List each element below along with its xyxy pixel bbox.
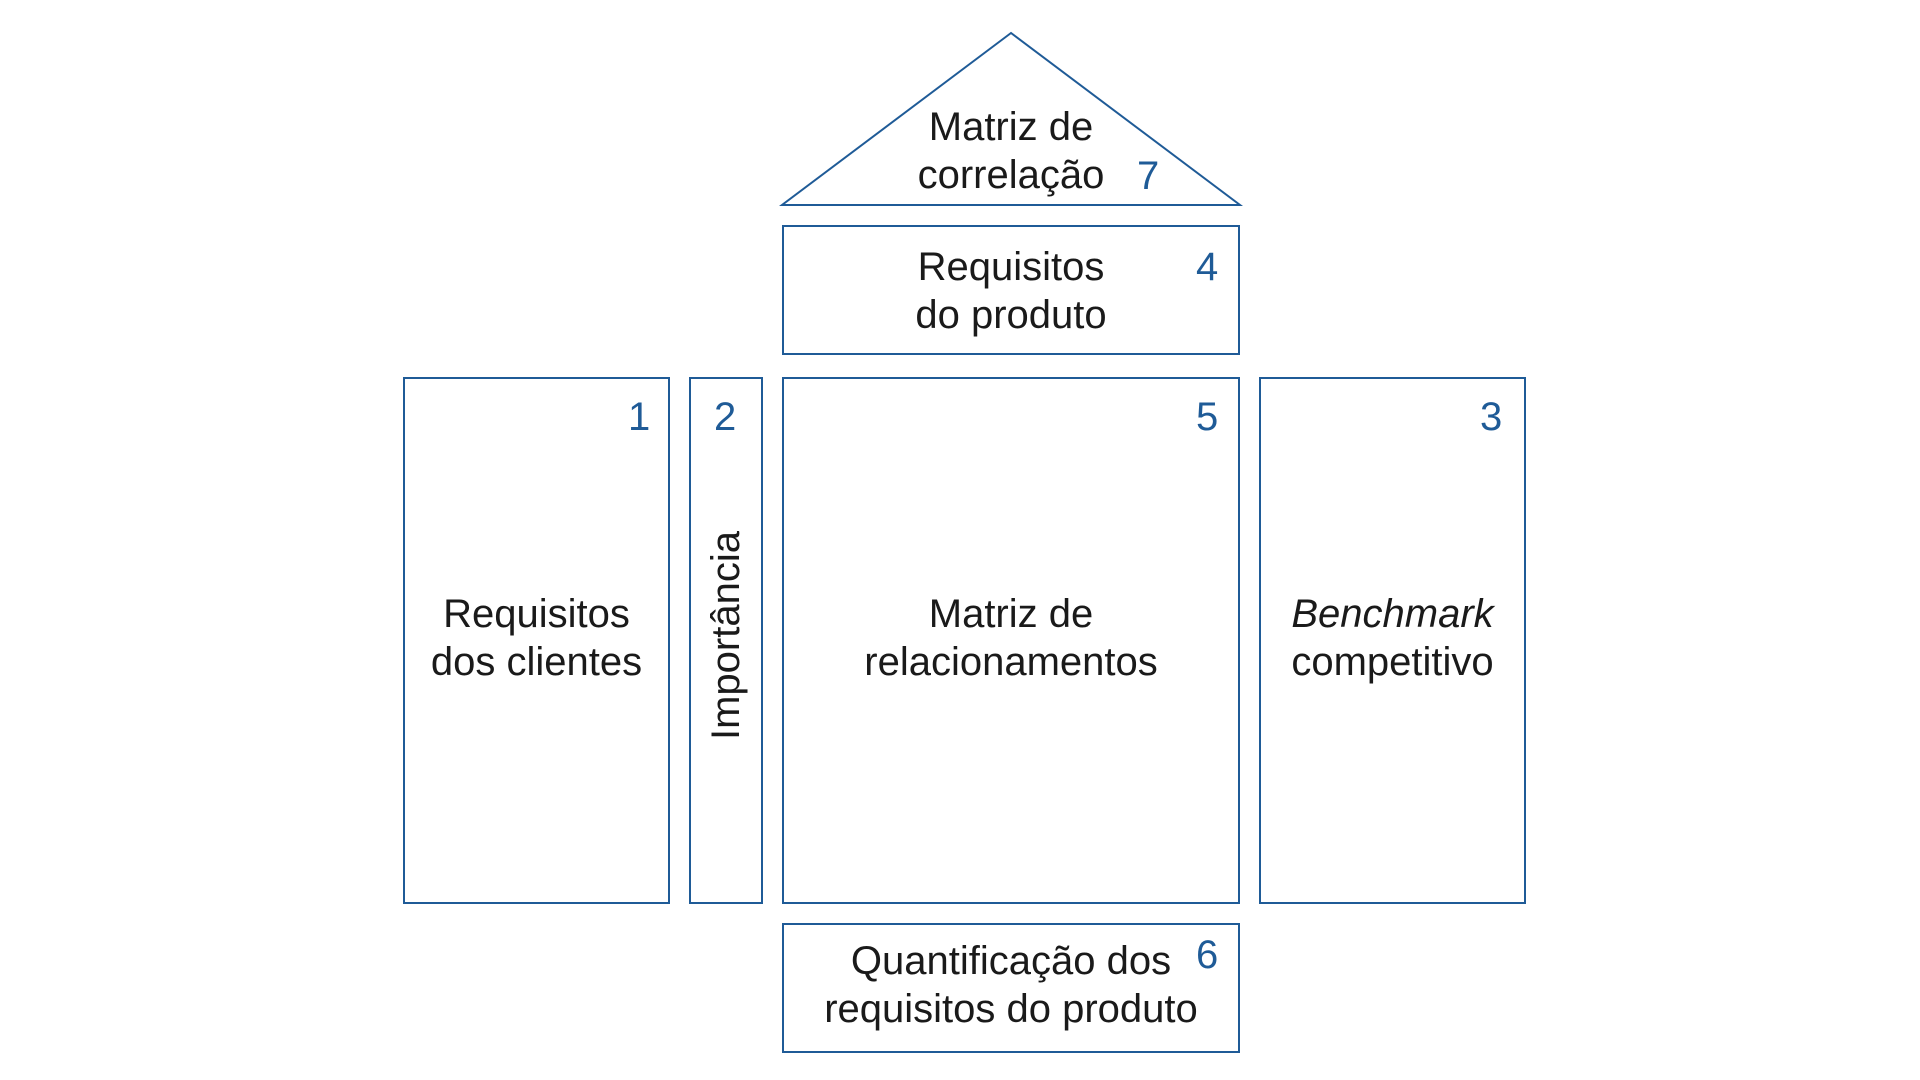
importance-box [689, 377, 763, 904]
quantification-line2: requisitos do produto [824, 987, 1198, 1031]
roof-label-line1: Matriz de [928, 105, 1094, 149]
product-requirements-box [782, 225, 1240, 355]
customer-requirements-box [403, 377, 670, 904]
competitive-benchmark-line1: Benchmark [1291, 592, 1494, 636]
quantification-box [782, 923, 1240, 1053]
competitive-benchmark-line2: competitivo [1291, 640, 1494, 684]
product-requirements-line2: do produto [915, 293, 1107, 337]
product-requirements-line1: Requisitos [917, 245, 1105, 289]
importance-number: 2 [714, 395, 737, 439]
customer-requirements-line2: dos clientes [430, 640, 643, 684]
customer-requirements-line1: Requisitos [443, 592, 630, 636]
quantification-line1: Quantificação dos [850, 939, 1172, 983]
importance-label: Importância [704, 531, 748, 740]
customer-requirements-number: 1 [628, 395, 651, 439]
roof-label-line2: correlação [917, 153, 1105, 197]
roof-number: 7 [1137, 154, 1160, 198]
product-requirements-number: 4 [1196, 245, 1219, 289]
relationship-matrix-line2: relacionamentos [864, 640, 1158, 684]
competitive-benchmark-box [1259, 377, 1526, 904]
quantification-number: 6 [1196, 933, 1219, 977]
relationship-matrix-number: 5 [1196, 395, 1219, 439]
relationship-matrix-line1: Matriz de [928, 592, 1094, 636]
competitive-benchmark-number: 3 [1480, 395, 1503, 439]
relationship-matrix-box [782, 377, 1240, 904]
